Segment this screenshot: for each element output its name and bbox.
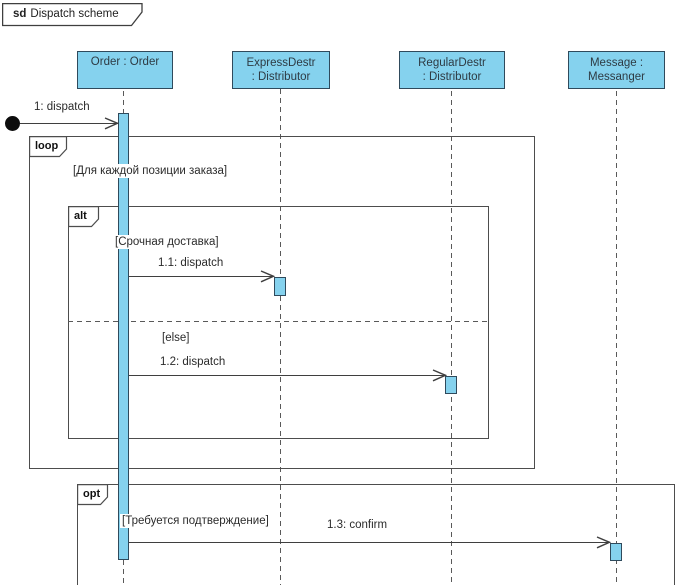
fragment-loop-label: loop: [29, 136, 68, 158]
pentagon-shape: [77, 484, 109, 506]
pentagon-shape: [29, 136, 68, 158]
open-arrowhead-icon: [596, 536, 611, 549]
lifeline-head-messanger: Message : Messanger: [568, 51, 665, 89]
message-line-dispatch-regular: [129, 375, 446, 377]
open-arrowhead-icon: [104, 117, 119, 130]
fragment-alt-label: alt: [68, 206, 100, 228]
loop-operator: loop: [35, 140, 59, 152]
fragment-opt: [77, 484, 675, 585]
activation-bar-order: [118, 113, 129, 560]
frame-tab-shape: [1, 2, 143, 27]
frame-title-text: Dispatch scheme: [30, 8, 119, 20]
activation-bar-expressdestr: [274, 277, 286, 296]
found-message-circle: [5, 116, 20, 131]
fragment-opt-label: opt: [77, 484, 109, 506]
message-line-confirm: [129, 542, 610, 544]
message-line-dispatch: [20, 123, 118, 125]
message-label-confirm: 1.3: confirm: [327, 519, 388, 531]
activation-bar-messanger: [610, 543, 622, 561]
opt-operator: opt: [83, 488, 101, 500]
lifeline-order: [123, 91, 124, 113]
activation-bar-regulardestr: [445, 376, 457, 394]
lifeline-label: : Distributor: [422, 71, 482, 83]
open-arrowhead-icon: [432, 369, 447, 382]
fragment-loop: [29, 136, 535, 469]
lifeline-messanger: [616, 91, 617, 585]
message-label-dispatch-regular: 1.2: dispatch: [160, 356, 226, 368]
lifeline-expressdestr: [280, 89, 281, 585]
message-label-dispatch: 1: dispatch: [34, 101, 90, 113]
lifeline-label: Message :: [589, 57, 644, 69]
frame-keyword: sd: [13, 8, 27, 20]
lifeline-label: Order : Order: [90, 56, 160, 68]
opt-guard: [Требуется подтверждение]: [120, 514, 271, 528]
alt-divider: [68, 321, 489, 322]
pentagon-shape: [68, 206, 100, 228]
lifeline-head-expressdestr: ExpressDestr : Distributor: [232, 51, 330, 89]
open-arrowhead-icon: [260, 270, 275, 283]
lifeline-regulardestr: [451, 91, 452, 585]
alt-guard-else: [else]: [160, 331, 192, 345]
lifeline-head-regulardestr: RegularDestr : Distributor: [399, 51, 505, 89]
message-label-dispatch-express: 1.1: dispatch: [158, 257, 224, 269]
message-line-dispatch-express: [129, 276, 274, 278]
lifeline-label: Messanger: [588, 71, 645, 83]
alt-operator: alt: [74, 210, 87, 222]
lifeline-label: : Distributor: [251, 71, 311, 83]
lifeline-label: RegularDestr: [418, 57, 486, 69]
lifeline-order: [123, 560, 124, 585]
alt-guard-1: [Срочная доставка]: [113, 235, 221, 249]
loop-guard: [Для каждой позиции заказа]: [71, 164, 230, 178]
fragment-alt: [68, 206, 489, 439]
lifeline-head-order: Order : Order: [77, 51, 173, 89]
lifeline-label: ExpressDestr: [246, 57, 316, 69]
